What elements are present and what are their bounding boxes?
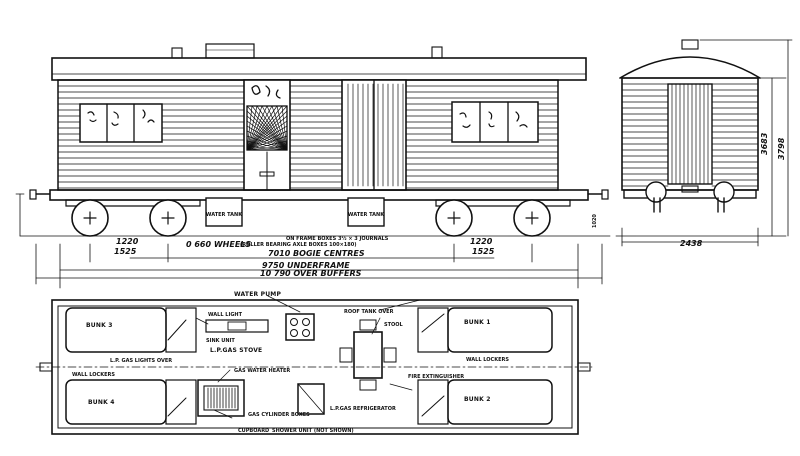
lpgas-lights-label: L.P. GAS LIGHTS OVER: [110, 358, 172, 364]
dim-right-1525: 1525: [472, 247, 495, 256]
bunk-2: BUNK 2: [417, 379, 553, 425]
dim-axle-boxes: (ROLLER BEARING AXLE BOXES 100×180): [240, 242, 357, 248]
water-tank-right: WATER TANK: [347, 197, 385, 227]
side-dimensions: [15, 193, 611, 289]
sink-unit-label: SINK UNIT: [206, 338, 235, 344]
dim-underframe: 9750 UNDERFRAME: [262, 261, 350, 270]
left-window: [79, 103, 163, 143]
dim-left-1525: 1525: [114, 247, 137, 256]
entrance-door: [243, 79, 291, 191]
gas-water-heater: [197, 379, 245, 417]
bunk-2-label: BUNK 2: [464, 396, 491, 403]
dim-end-width: 2438: [680, 239, 703, 248]
dim-over-buffers: 10 790 OVER BUFFERS: [260, 269, 362, 278]
shower-unit-label: SHOWER UNIT (NOT SHOWN): [272, 428, 354, 434]
lpgas-stove-label: L.P.GAS STOVE: [210, 347, 262, 354]
bunk-1-label: BUNK 1: [464, 319, 491, 326]
water-pump-label: WATER PUMP: [234, 291, 281, 298]
dim-right-1220: 1220: [470, 237, 493, 246]
side-elevation: WATER TANK WATER TANK: [29, 43, 609, 237]
refrigerator: [297, 383, 325, 415]
sink-unit: [205, 319, 269, 333]
gas-cylinder-label: GAS CYLINDER BOXES: [248, 412, 310, 418]
table-with-stools: [339, 319, 397, 391]
dim-bogie-centres: 7010 BOGIE CENTRES: [268, 249, 365, 258]
dim-wheels: 0 660 WHEELS: [186, 240, 251, 249]
bunk-4: BUNK 4: [65, 379, 197, 425]
wall-light-label: WALL LIGHT: [208, 312, 243, 318]
plan-leaders: [195, 295, 421, 419]
end-elevation: [619, 39, 761, 213]
water-tank-left: WATER TANK: [205, 197, 243, 227]
double-doors: [341, 79, 407, 191]
roof: [51, 43, 587, 81]
dim-height-inner: 3683: [760, 132, 769, 155]
dim-left-1220: 1220: [116, 237, 139, 246]
right-window: [451, 101, 539, 143]
gas-stove: [285, 313, 315, 341]
cupboard-label: CUPBOARD: [238, 428, 269, 434]
bunk-1: BUNK 1: [417, 307, 553, 353]
bunk-3: BUNK 3: [65, 307, 197, 353]
fire-extinguisher-label: FIRE EXTINGUISHER: [408, 374, 464, 380]
dim-frame-boxes: ON FRAME BOXES 3½ × 3 JOURNALS: [286, 235, 389, 242]
dim-height-outer: 3798: [777, 137, 786, 160]
refrigerator-label: L.P.GAS REFRIGERATOR: [330, 406, 396, 412]
roof-tank-label: ROOF TANK OVER: [344, 309, 394, 315]
wheelsets: [71, 199, 551, 237]
water-tank-left-label: WATER TANK: [206, 212, 243, 218]
water-tank-right-label: WATER TANK: [348, 212, 385, 218]
wall-lockers-left-label: WALL LOCKERS: [72, 372, 115, 378]
stool-label: STOOL: [384, 322, 404, 328]
gas-water-heater-label: GAS WATER HEATER: [234, 368, 290, 374]
bunk-4-label: BUNK 4: [88, 399, 115, 406]
floor-plan: BUNK 3 BUNK 4 BUNK 1 BUNK 2: [35, 299, 593, 435]
end-dimensions: [615, 39, 793, 247]
underframe: [29, 189, 609, 207]
dim-buffer-height: 1020: [592, 214, 598, 228]
bunk-3-label: BUNK 3: [86, 322, 113, 329]
wall-lockers-right-label: WALL LOCKERS: [466, 357, 509, 363]
